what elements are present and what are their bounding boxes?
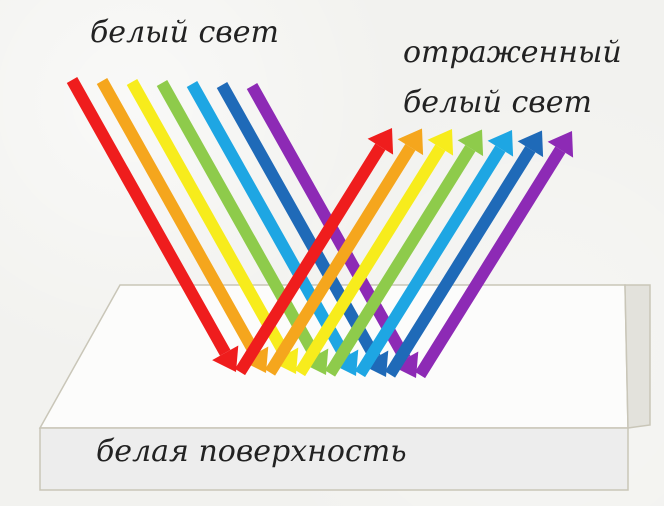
reflected-ray-1-shaft: [234, 143, 386, 376]
reflected-light-label-line2: белый свет: [403, 85, 592, 120]
incident-ray-6-arrowhead: [362, 350, 389, 377]
incident-ray-1-shaft: [66, 77, 231, 356]
reflected-ray-1: [234, 128, 394, 376]
incident-light-label: белый свет: [90, 15, 279, 50]
incident-ray-5: [186, 81, 359, 376]
incident-ray-3-arrowhead: [272, 347, 299, 374]
reflected-ray-2: [264, 128, 424, 376]
incident-rays: [66, 77, 419, 378]
reflected-ray-2-arrowhead: [397, 128, 424, 156]
reflected-ray-7-arrowhead: [547, 131, 574, 158]
reflected-ray-6: [384, 130, 544, 378]
incident-ray-4-arrowhead: [302, 348, 329, 375]
reflected-ray-1-arrowhead: [367, 128, 394, 155]
reflected-ray-4-arrowhead: [457, 129, 484, 157]
incident-ray-1-arrowhead: [212, 345, 239, 372]
incident-ray-1: [66, 77, 239, 372]
incident-ray-4-shaft: [156, 80, 321, 359]
incident-ray-3: [126, 79, 299, 374]
reflected-ray-5-arrowhead: [487, 130, 514, 157]
reflected-ray-7-shaft: [414, 146, 566, 379]
reflected-light-label-line1: отраженный: [403, 35, 622, 70]
reflected-ray-4-shaft: [324, 145, 476, 377]
surface-label: белая поверхность: [96, 434, 407, 469]
incident-ray-2: [96, 78, 269, 373]
reflected-ray-3-shaft: [294, 144, 446, 377]
surface-front-face: [39, 427, 629, 491]
incident-ray-7-arrowhead: [392, 351, 419, 378]
reflected-ray-7: [414, 131, 574, 379]
reflected-ray-6-shaft: [384, 146, 536, 378]
incident-ray-2-arrowhead: [242, 346, 269, 373]
incident-ray-4: [156, 80, 329, 375]
reflected-ray-5: [354, 130, 514, 378]
reflected-ray-3-arrowhead: [427, 129, 454, 156]
incident-ray-3-shaft: [126, 79, 291, 358]
incident-ray-5-arrowhead: [332, 349, 359, 376]
incident-ray-5-shaft: [186, 81, 351, 360]
reflected-ray-6-arrowhead: [517, 130, 544, 158]
reflected-rays: [234, 128, 574, 379]
incident-ray-6: [216, 82, 389, 377]
reflected-ray-5-shaft: [354, 145, 506, 378]
surface-side-face: [624, 284, 651, 429]
reflected-ray-3: [294, 129, 454, 377]
incident-ray-6-shaft: [216, 82, 381, 361]
incident-ray-2-shaft: [96, 78, 261, 357]
reflected-ray-4: [324, 129, 484, 377]
reflected-ray-2-shaft: [264, 144, 416, 376]
